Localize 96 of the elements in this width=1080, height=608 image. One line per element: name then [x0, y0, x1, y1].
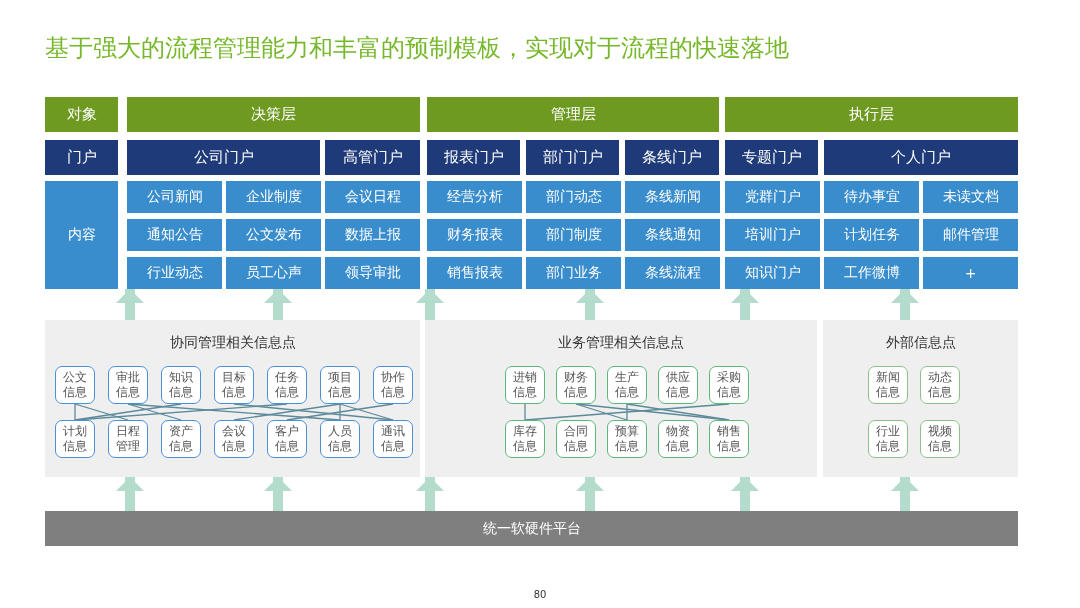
info-tag: 资产信息 — [161, 420, 201, 458]
portal-tab: 高管门户 — [325, 140, 420, 175]
content-cell: 数据上报 — [325, 219, 420, 251]
connector-line — [74, 403, 129, 421]
info-tag: 目标信息 — [214, 366, 254, 404]
info-tag: 会议信息 — [214, 420, 254, 458]
block-arrow — [891, 289, 919, 320]
info-tag: 财务信息 — [556, 366, 596, 404]
portal-tab: 个人门户 — [824, 140, 1018, 175]
content-cell: 行业动态 — [127, 257, 222, 289]
block-arrow — [731, 289, 759, 320]
content-cell: 工作微博 — [824, 257, 919, 289]
connector-line — [339, 403, 341, 421]
content-label: 内容 — [45, 181, 118, 289]
content-cell: 企业制度 — [226, 181, 321, 213]
info-tag: 行业信息 — [868, 420, 908, 458]
panel-title: 协同管理相关信息点 — [168, 334, 297, 352]
info-tag: 日程管理 — [108, 420, 148, 458]
info-tag: 供应信息 — [658, 366, 698, 404]
block-arrow — [576, 477, 604, 511]
content-cell: 经营分析 — [427, 181, 522, 213]
info-tag: 合同信息 — [556, 420, 596, 458]
connector-line — [524, 403, 526, 421]
connector-line — [233, 403, 341, 421]
block-arrow — [116, 477, 144, 511]
info-tag: 公文信息 — [55, 366, 95, 404]
block-arrow — [576, 289, 604, 320]
content-cell: + — [923, 257, 1018, 289]
info-tag: 进销信息 — [505, 366, 545, 404]
header-bar: 对象 — [45, 97, 118, 132]
info-tag: 项目信息 — [320, 366, 360, 404]
content-cell: 员工心声 — [226, 257, 321, 289]
content-cell: 条线新闻 — [625, 181, 720, 213]
header-bar: 管理层 — [427, 97, 719, 132]
portal-tab: 门户 — [45, 140, 118, 175]
info-tag: 动态信息 — [920, 366, 960, 404]
content-cell: 领导审批 — [325, 257, 420, 289]
block-arrow — [264, 477, 292, 511]
info-tag: 任务信息 — [267, 366, 307, 404]
content-cell: 财务报表 — [427, 219, 522, 251]
content-cell: 培训门户 — [725, 219, 820, 251]
portal-tab: 专题门户 — [725, 140, 818, 175]
block-arrow — [731, 477, 759, 511]
content-cell: 公司新闻 — [127, 181, 222, 213]
content-cell: 通知公告 — [127, 219, 222, 251]
content-cell: 计划任务 — [824, 219, 919, 251]
content-cell: 党群门户 — [725, 181, 820, 213]
info-tag: 新闻信息 — [868, 366, 908, 404]
header-bar: 决策层 — [127, 97, 420, 132]
content-cell: 部门业务 — [526, 257, 621, 289]
block-arrow — [891, 477, 919, 511]
info-tag: 客户信息 — [267, 420, 307, 458]
block-arrow — [416, 477, 444, 511]
info-tag: 物资信息 — [658, 420, 698, 458]
content-cell: 条线通知 — [625, 219, 720, 251]
connector-line — [74, 403, 76, 421]
info-tag: 审批信息 — [108, 366, 148, 404]
block-arrow — [264, 289, 292, 320]
header-bar: 执行层 — [725, 97, 1018, 132]
portal-tab: 报表门户 — [427, 140, 520, 175]
info-tag: 生产信息 — [607, 366, 647, 404]
info-tag: 预算信息 — [607, 420, 647, 458]
info-tag: 库存信息 — [505, 420, 545, 458]
info-tag: 视频信息 — [920, 420, 960, 458]
info-tag: 知识信息 — [161, 366, 201, 404]
info-tag: 销售信息 — [709, 420, 749, 458]
panel-title: 业务管理相关信息点 — [557, 334, 685, 352]
group-panel — [425, 320, 817, 477]
slide-title: 基于强大的流程管理能力和丰富的预制模板，实现对于流程的快速落地 — [45, 33, 789, 64]
info-tag: 通讯信息 — [373, 420, 413, 458]
content-cell: 部门制度 — [526, 219, 621, 251]
group-panel — [823, 320, 1018, 477]
panel-title: 外部信息点 — [884, 334, 957, 352]
content-cell: 待办事宜 — [824, 181, 919, 213]
info-tag: 计划信息 — [55, 420, 95, 458]
page-number: 80 — [532, 589, 548, 600]
content-cell: 销售报表 — [427, 257, 522, 289]
content-cell: 公文发布 — [226, 219, 321, 251]
platform-bar: 统一软硬件平台 — [45, 511, 1018, 546]
portal-tab: 部门门户 — [526, 140, 619, 175]
content-cell: 部门动态 — [526, 181, 621, 213]
group-panel — [45, 320, 420, 477]
content-cell: 未读文档 — [923, 181, 1018, 213]
info-tag: 人员信息 — [320, 420, 360, 458]
connector-line — [286, 403, 394, 421]
content-cell: 邮件管理 — [923, 219, 1018, 251]
portal-tab: 公司门户 — [127, 140, 320, 175]
info-tag: 协作信息 — [373, 366, 413, 404]
block-arrow — [116, 289, 144, 320]
content-cell: 会议日程 — [325, 181, 420, 213]
info-tag: 采购信息 — [709, 366, 749, 404]
block-arrow — [416, 289, 444, 320]
content-cell: 知识门户 — [725, 257, 820, 289]
connector-line — [626, 403, 628, 421]
portal-tab: 条线门户 — [625, 140, 719, 175]
content-cell: 条线流程 — [625, 257, 720, 289]
